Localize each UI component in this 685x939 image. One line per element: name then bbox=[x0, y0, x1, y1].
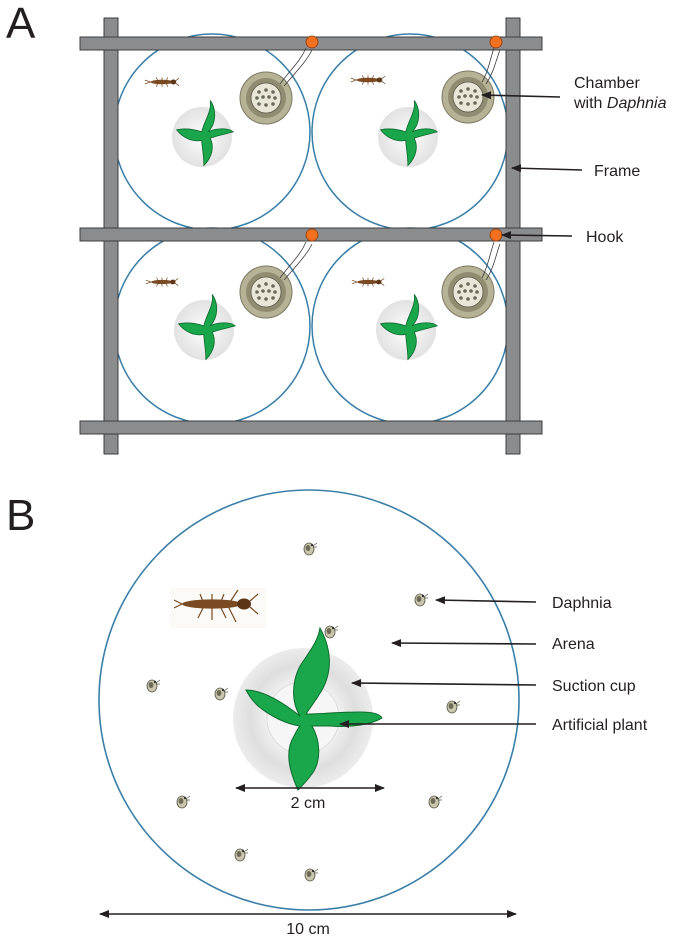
chamber-label-line2: with Daphnia bbox=[573, 95, 667, 112]
artificial-plant-label: Artificial plant bbox=[552, 717, 648, 734]
string-a2 bbox=[481, 47, 501, 85]
chamber-label-prefix: with bbox=[573, 95, 607, 112]
panel-b-letter: B bbox=[6, 491, 35, 540]
hook-a2 bbox=[489, 35, 503, 49]
hook-a4 bbox=[489, 228, 503, 242]
suction-cup-arrow bbox=[351, 679, 537, 688]
panel-b-annotations: Daphnia Arena Suction cup Artificial pla… bbox=[99, 595, 648, 938]
hook-a3 bbox=[305, 228, 319, 242]
hook-a1 bbox=[305, 35, 319, 49]
string-a1 bbox=[279, 47, 313, 87]
frame-label: Frame bbox=[594, 163, 640, 180]
arena-unit-4 bbox=[351, 228, 503, 360]
arena-unit-2 bbox=[350, 35, 503, 167]
larva-b-legs bbox=[173, 589, 259, 623]
arena-arrow bbox=[391, 639, 537, 648]
chamber-a2 bbox=[441, 70, 495, 124]
dimension-2cm-label: 2 cm bbox=[291, 795, 326, 812]
frame-arrow bbox=[511, 164, 583, 173]
chamber-label-line1: Chamber bbox=[574, 75, 640, 92]
chamber-label-italic: Daphnia bbox=[607, 95, 667, 112]
chamber-a3 bbox=[239, 265, 293, 319]
panel-a-annotations: Chamber with Daphnia Frame Hook bbox=[481, 75, 667, 246]
arena-unit-1 bbox=[144, 35, 319, 167]
dimension-10cm-label: 10 cm bbox=[286, 921, 330, 938]
frame-bar-bottom bbox=[79, 420, 543, 435]
arena-unit-3 bbox=[145, 228, 319, 360]
larva-b-head bbox=[237, 598, 251, 610]
panel-a-letter: A bbox=[6, 0, 36, 48]
artificial-plant-b bbox=[245, 626, 383, 791]
suction-cup-label: Suction cup bbox=[552, 678, 636, 695]
chamber-a4 bbox=[441, 265, 495, 319]
arena-label: Arena bbox=[552, 636, 595, 653]
chamber-arrow bbox=[481, 91, 561, 100]
string-a3 bbox=[279, 241, 313, 281]
chamber-a1 bbox=[239, 71, 293, 125]
hook-label: Hook bbox=[586, 229, 624, 246]
larva-b bbox=[170, 588, 266, 628]
daphnia-label: Daphnia bbox=[552, 595, 612, 612]
daphnia-arrow bbox=[435, 596, 537, 605]
hook-arrow bbox=[501, 231, 573, 240]
string-a4 bbox=[481, 241, 501, 281]
panel-b-arena bbox=[98, 489, 520, 911]
